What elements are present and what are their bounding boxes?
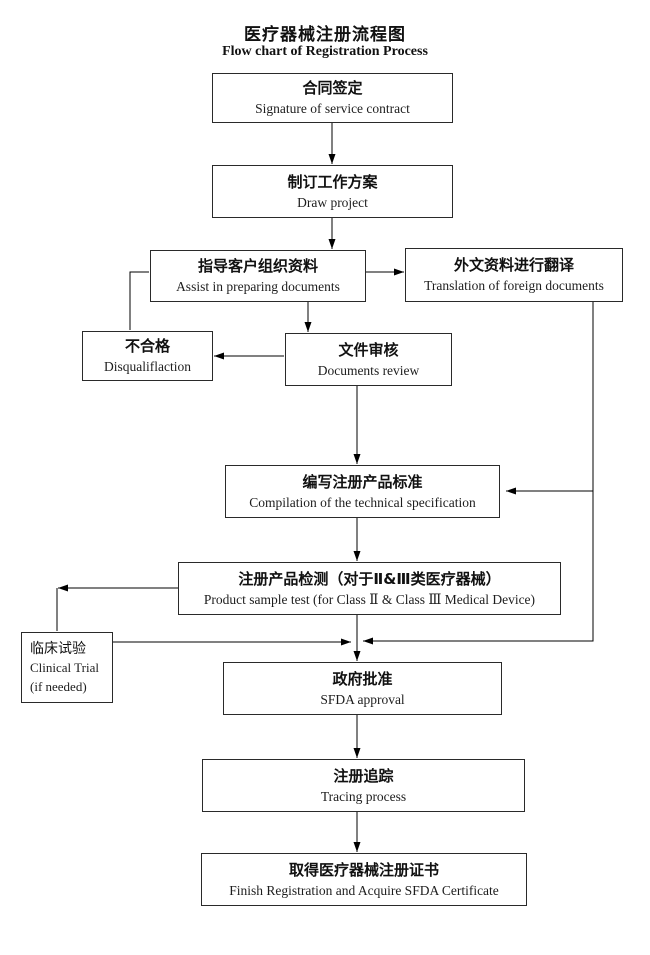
node-contract-zh: 合同签定 xyxy=(302,79,363,98)
node-review-en: Documents review xyxy=(317,362,420,378)
node-compilation-zh: 编写注册产品标准 xyxy=(302,472,423,491)
node-clinical-trial: 临床试验 Clinical Trial (if needed) xyxy=(21,632,113,703)
node-sfda-certificate: 取得医疗器械注册证书 Finish Registration and Acqui… xyxy=(201,853,527,906)
node-clinical-zh: 临床试验 xyxy=(30,640,86,657)
node-assist-zh: 指导客户组织资料 xyxy=(197,257,318,276)
node-sfda-approval: 政府批准 SFDA approval xyxy=(223,662,502,715)
node-contract-signing: 合同签定 Signature of service contract xyxy=(212,73,453,123)
diagram-title-zh: 医疗器械注册流程图 xyxy=(244,25,406,45)
node-tracing-process: 注册追踪 Tracing process xyxy=(202,759,525,812)
node-disqualification: 不合格 Disqualiflaction xyxy=(82,331,213,381)
node-project-en: Draw project xyxy=(297,194,368,210)
node-assist-documents: 指导客户组织资料 Assist in preparing documents xyxy=(150,250,366,302)
node-disqualify-zh: 不合格 xyxy=(124,337,170,356)
diagram-title-en: Flow chart of Registration Process xyxy=(222,44,428,59)
node-technical-specification: 编写注册产品标准 Compilation of the technical sp… xyxy=(225,465,500,518)
node-clinical-note: (if needed) xyxy=(30,678,87,694)
node-draw-project: 制订工作方案 Draw project xyxy=(212,165,453,218)
node-assist-en: Assist in preparing documents xyxy=(176,279,340,295)
node-translation-zh: 外文资料进行翻译 xyxy=(453,256,574,275)
node-certificate-zh: 取得医疗器械注册证书 xyxy=(288,860,439,879)
node-tracing-en: Tracing process xyxy=(320,788,407,804)
node-clinical-en: Clinical Trial xyxy=(30,659,99,675)
node-approval-zh: 政府批准 xyxy=(332,669,393,688)
connector-disqualify-to-assist xyxy=(129,271,149,330)
node-review-zh: 文件审核 xyxy=(338,340,399,359)
node-disqualify-en: Disqualiflaction xyxy=(104,359,191,375)
node-project-zh: 制订工作方案 xyxy=(287,172,378,191)
node-translation: 外文资料进行翻译 Translation of foreign document… xyxy=(405,248,623,302)
connector-translation-down-right xyxy=(363,302,594,645)
node-approval-en: SFDA approval xyxy=(320,691,405,707)
node-compilation-en: Compilation of the technical specificati… xyxy=(249,494,476,510)
node-documents-review: 文件审核 Documents review xyxy=(285,333,452,386)
node-sample-test-zh: 注册产品检测（对于Ⅱ&Ⅲ类医疗器械） xyxy=(238,569,501,588)
node-tracing-zh: 注册追踪 xyxy=(333,766,394,785)
node-certificate-en: Finish Registration and Acquire SFDA Cer… xyxy=(229,882,499,898)
node-product-sample-test: 注册产品检测（对于Ⅱ&Ⅲ类医疗器械） Product sample test (… xyxy=(178,562,561,615)
node-sample-test-en: Product sample test (for Class Ⅱ & Class… xyxy=(203,591,536,607)
node-contract-en: Signature of service contract xyxy=(255,101,410,117)
node-translation-en: Translation of foreign documents xyxy=(424,278,604,294)
